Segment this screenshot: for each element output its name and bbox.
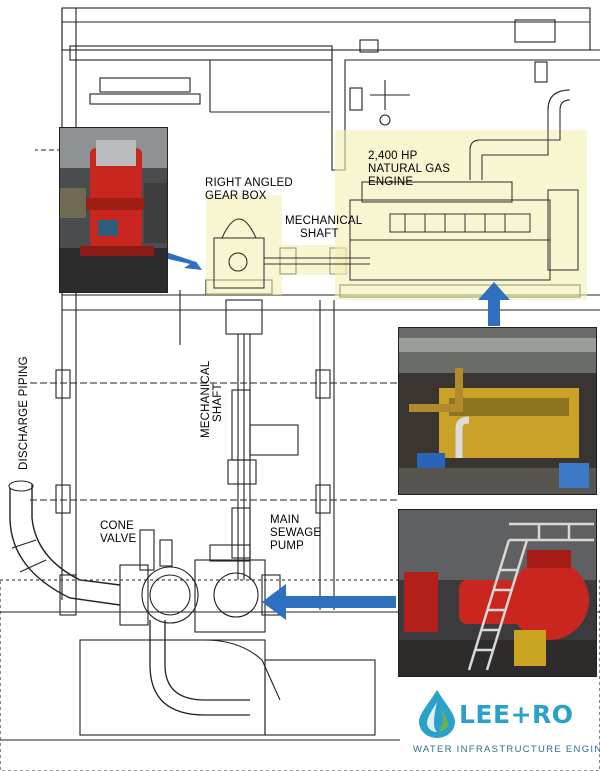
shaft-top-label-line-1: MECHANICAL: [285, 215, 363, 227]
arrow-to-pump: [262, 584, 396, 620]
water-drop-icon: [419, 690, 455, 738]
logo-tagline: WATER INFRASTRUCTURE ENGINEERS: [413, 744, 600, 755]
pump-label-line-2: SEWAGE: [270, 527, 322, 539]
pump-label-line-3: PUMP: [270, 540, 305, 552]
sewage-pump-photo: [398, 509, 597, 677]
shaft-vertical-label: MECHANICAL SHAFT: [200, 361, 224, 438]
pump-label-line-1: MAIN: [270, 514, 300, 526]
pump-label: MAIN SEWAGE PUMP: [270, 514, 321, 553]
shaft-top-label-line-2: SHAFT: [300, 228, 339, 240]
gearbox-label: RIGHT ANGLED GEAR BOX: [205, 177, 293, 203]
arrow-to-gearbox: [164, 252, 202, 270]
cone-valve-label-line-1: CONE: [100, 520, 135, 532]
lee-ro-logo: LEE+RO WATER INFRASTRUCTURE ENGINEERS: [413, 688, 600, 764]
gearbox-highlight: [206, 195, 282, 295]
engine-room-photo: [398, 327, 597, 495]
logo-wordmark: LEE+RO: [459, 700, 574, 729]
engine-label: 2,400 HP NATURAL GAS ENGINE: [368, 150, 450, 189]
engine-highlight: [335, 130, 587, 300]
engine-label-line-3: ENGINE: [368, 176, 414, 188]
shaft-highlight: [282, 245, 348, 275]
cone-valve-label-line-2: VALVE: [100, 533, 137, 545]
shaft-vertical-label-line-1: MECHANICAL: [200, 360, 212, 438]
shaft-top-label: MECHANICAL SHAFT: [285, 215, 362, 241]
discharge-piping-label: DISCHARGE PIPING: [18, 356, 30, 470]
engine-label-line-1: 2,400 HP: [368, 150, 418, 162]
engine-label-line-2: NATURAL GAS: [368, 163, 451, 175]
gear-box-photo: [59, 127, 168, 293]
gearbox-label-line-2: GEAR BOX: [205, 190, 267, 202]
shaft-vertical-label-line-2: SHAFT: [212, 383, 224, 422]
gearbox-label-line-1: RIGHT ANGLED: [205, 177, 293, 189]
cone-valve-label: CONE VALVE: [100, 520, 136, 546]
arrow-to-engine: [478, 282, 510, 326]
